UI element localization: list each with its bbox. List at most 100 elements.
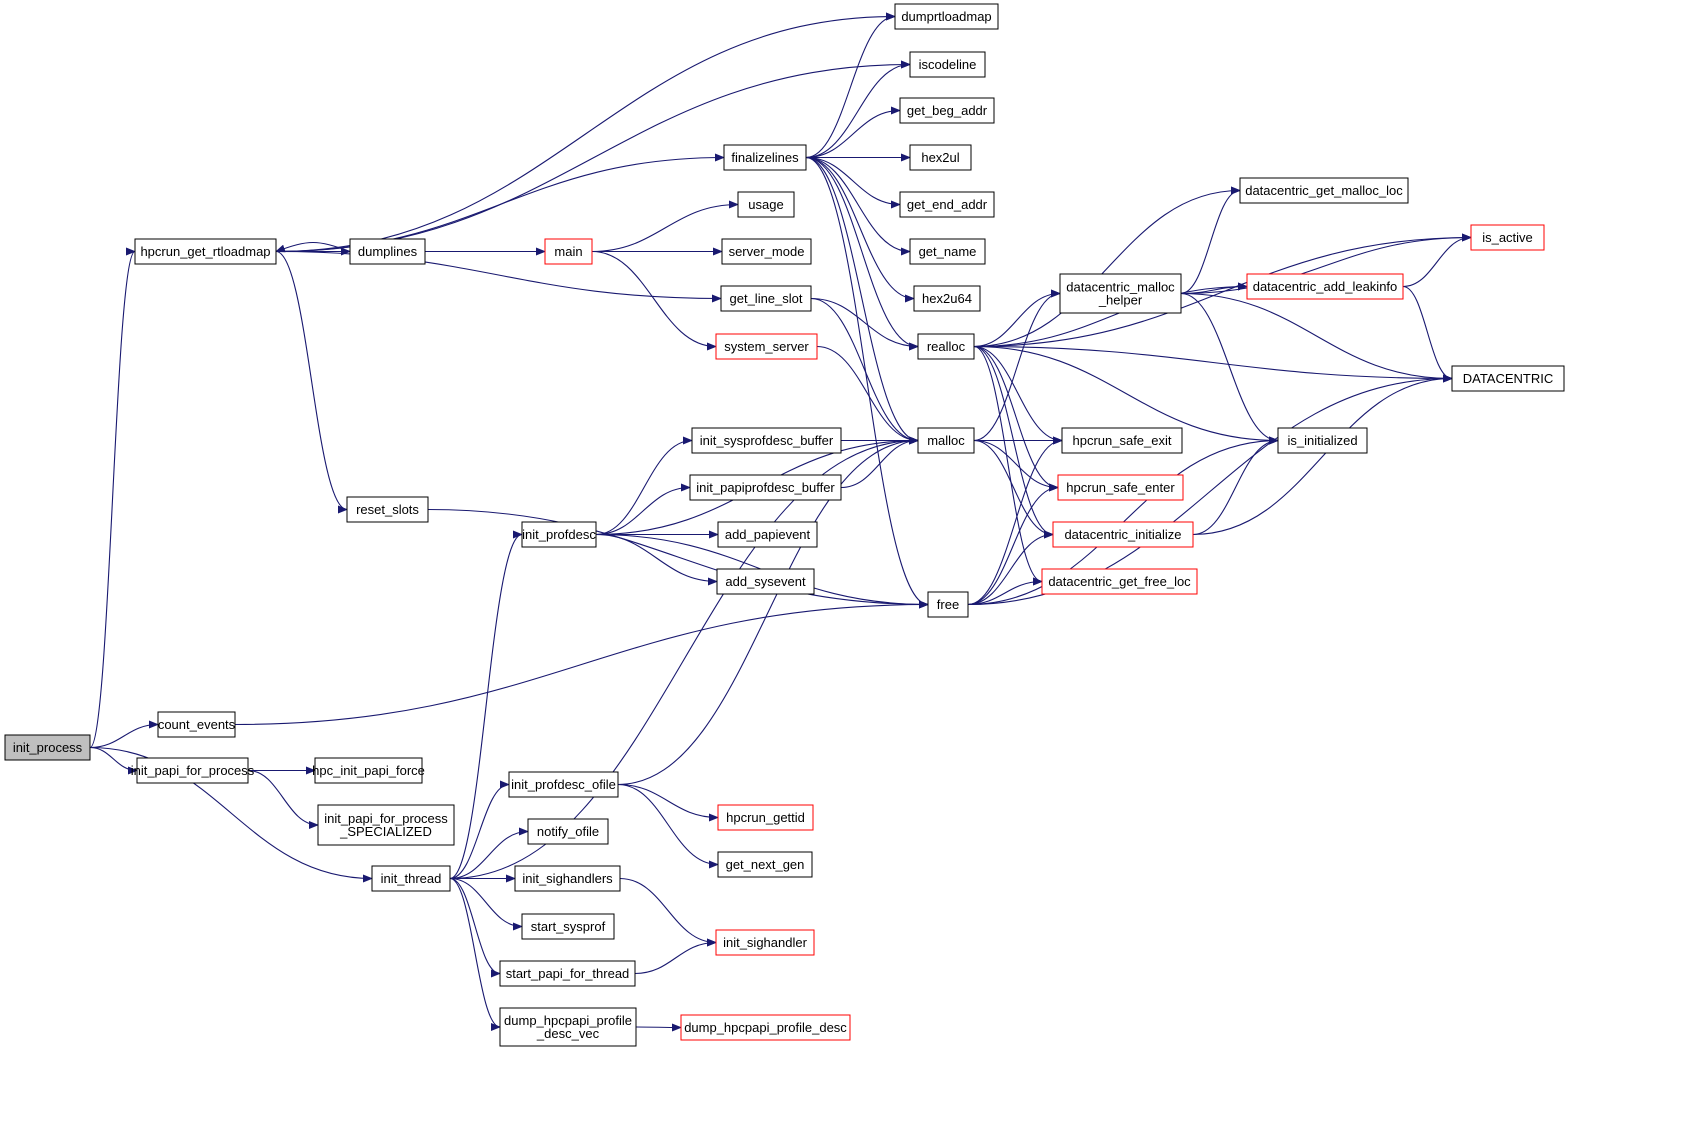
node-dumprtloadmap[interactable]: dumprtloadmap: [894, 3, 999, 30]
node-label: get_beg_addr: [907, 103, 988, 118]
node-add_sysevent[interactable]: add_sysevent: [716, 568, 815, 595]
edge-finalizelines-to-free: [805, 156, 929, 609]
node-hpcrun_safe_exit[interactable]: hpcrun_safe_exit: [1061, 427, 1183, 454]
node-get_line_slot[interactable]: get_line_slot: [720, 285, 812, 312]
node-finalizelines[interactable]: finalizelines: [723, 144, 807, 171]
node-count_events[interactable]: count_events: [157, 711, 236, 738]
node-datacentric_get_malloc_loc[interactable]: datacentric_get_malloc_loc: [1239, 177, 1409, 204]
node-DATACENTRIC[interactable]: DATACENTRIC: [1451, 365, 1565, 392]
node-get_end_addr[interactable]: get_end_addr: [899, 191, 995, 218]
node-datacentric_malloc_helper[interactable]: datacentric_malloc_helper: [1059, 273, 1182, 314]
node-hpcrun_safe_enter[interactable]: hpcrun_safe_enter: [1057, 474, 1184, 501]
edge-init_process-to-init_papi_for_process: [89, 746, 138, 775]
node-hpc_init_papi_force[interactable]: hpc_init_papi_force: [312, 757, 425, 784]
node-dumplines[interactable]: dumplines: [349, 238, 426, 265]
node-free[interactable]: free: [927, 591, 969, 618]
node-label: get_name: [919, 244, 977, 259]
node-label: system_server: [724, 339, 809, 354]
node-is_initialized[interactable]: is_initialized: [1277, 427, 1368, 454]
node-init_sighandlers[interactable]: init_sighandlers: [514, 865, 621, 892]
node-label: iscodeline: [919, 57, 977, 72]
node-label: init_papiprofdesc_buffer: [696, 480, 835, 495]
node-label: init_profdesc: [522, 527, 596, 542]
node-init_sysprofdesc_buffer[interactable]: init_sysprofdesc_buffer: [691, 427, 842, 454]
node-hex2ul[interactable]: hex2ul: [909, 144, 972, 171]
node-box: [1277, 427, 1368, 454]
node-label: main: [554, 244, 582, 259]
node-start_sysprof[interactable]: start_sysprof: [521, 913, 615, 940]
node-get_next_gen[interactable]: get_next_gen: [717, 851, 813, 878]
node-init_profdesc_ofile[interactable]: init_profdesc_ofile: [508, 771, 619, 798]
node-box: [1061, 427, 1183, 454]
edge-realloc-to-hpcrun_safe_exit: [973, 345, 1063, 445]
node-init_sighandler[interactable]: init_sighandler: [715, 929, 815, 956]
node-box: [314, 757, 423, 784]
node-iscodeline[interactable]: iscodeline: [909, 51, 986, 78]
node-init_papi_for_process[interactable]: init_papi_for_process: [131, 757, 255, 784]
node-label: dump_hpcpapi_profile_desc: [684, 1020, 847, 1035]
node-reset_slots[interactable]: reset_slots: [346, 496, 429, 523]
node-label: add_papievent: [725, 527, 811, 542]
node-label: dumprtloadmap: [901, 9, 991, 24]
edge-init_thread-to-init_profdesc: [449, 530, 523, 880]
edge-init_thread-to-malloc: [449, 436, 919, 880]
edge-init_profdesc-to-init_sysprofdesc_buffer: [595, 436, 693, 536]
node-label: server_mode: [729, 244, 805, 259]
node-box: [715, 333, 818, 360]
edge-dumplines-to-hpcrun_get_rtloadmap: [275, 242, 351, 253]
node-init_process[interactable]: init_process: [4, 734, 91, 761]
node-label: add_sysevent: [725, 574, 806, 589]
edge-realloc-to-is_initialized: [973, 345, 1279, 445]
node-notify_ofile[interactable]: notify_ofile: [527, 818, 609, 845]
edge-datacentric_malloc_helper-to-is_active: [1180, 233, 1472, 295]
edge-init_profdesc_ofile-to-hpcrun_gettid: [617, 783, 719, 822]
node-hpcrun_get_rtloadmap[interactable]: hpcrun_get_rtloadmap: [134, 238, 277, 265]
edge-finalizelines-to-iscodeline: [805, 60, 911, 159]
node-init_papi_for_process_SPECIALIZED[interactable]: init_papi_for_process_SPECIALIZED: [317, 804, 455, 846]
node-box: [371, 865, 451, 892]
node-init_profdesc[interactable]: init_profdesc: [521, 521, 597, 548]
edge-finalizelines-to-get_name: [805, 156, 911, 256]
node-get_name[interactable]: get_name: [909, 238, 986, 265]
node-system_server[interactable]: system_server: [715, 333, 818, 360]
edge-datacentric_initialize-to-is_initialized: [1192, 436, 1279, 536]
node-label: get_line_slot: [730, 291, 803, 306]
node-dump_hpcpapi_profile_desc[interactable]: dump_hpcpapi_profile_desc: [680, 1014, 851, 1041]
node-usage[interactable]: usage: [737, 191, 795, 218]
node-realloc[interactable]: realloc: [917, 333, 975, 360]
node-datacentric_add_leakinfo[interactable]: datacentric_add_leakinfo: [1246, 273, 1404, 300]
edge-init_profdesc_ofile-to-get_next_gen: [617, 783, 719, 869]
node-label: count_events: [158, 717, 236, 732]
node-box: [899, 191, 995, 218]
node-start_papi_for_thread[interactable]: start_papi_for_thread: [499, 960, 636, 987]
node-init_thread[interactable]: init_thread: [371, 865, 451, 892]
node-dump_hpcpapi_profile_desc_vec[interactable]: dump_hpcpapi_profile_desc_vec: [499, 1007, 637, 1047]
node-box: [737, 191, 795, 218]
edge-datacentric_malloc_helper-to-datacentric_get_malloc_loc: [1180, 186, 1241, 295]
node-main[interactable]: main: [544, 238, 593, 265]
node-label: finalizelines: [731, 150, 799, 165]
node-server_mode[interactable]: server_mode: [721, 238, 812, 265]
node-init_papiprofdesc_buffer[interactable]: init_papiprofdesc_buffer: [689, 474, 842, 501]
node-malloc[interactable]: malloc: [917, 427, 975, 454]
node-box: [913, 285, 981, 312]
node-is_active[interactable]: is_active: [1470, 224, 1545, 251]
node-hex2u64[interactable]: hex2u64: [913, 285, 981, 312]
node-get_beg_addr[interactable]: get_beg_addr: [899, 97, 995, 124]
edge-init_papiprofdesc_buffer-to-malloc: [840, 436, 919, 489]
node-label: start_sysprof: [531, 919, 606, 934]
node-datacentric_initialize[interactable]: datacentric_initialize: [1052, 521, 1194, 548]
node-add_papievent[interactable]: add_papievent: [717, 521, 818, 548]
node-box: [909, 238, 986, 265]
edge-count_events-to-free: [234, 600, 929, 726]
edge-free-to-hpcrun_safe_exit: [967, 436, 1063, 606]
node-label: _desc_vec: [536, 1026, 600, 1041]
edge-finalizelines-to-dumprtloadmap: [805, 12, 896, 159]
node-box: [720, 285, 812, 312]
node-label: hex2ul: [921, 150, 959, 165]
node-box: [717, 851, 813, 878]
node-label: datacentric_malloc: [1066, 280, 1175, 295]
node-datacentric_get_free_loc[interactable]: datacentric_get_free_loc: [1041, 568, 1198, 595]
edge-realloc-to-DATACENTRIC: [973, 345, 1453, 383]
node-hpcrun_gettid[interactable]: hpcrun_gettid: [717, 804, 814, 831]
